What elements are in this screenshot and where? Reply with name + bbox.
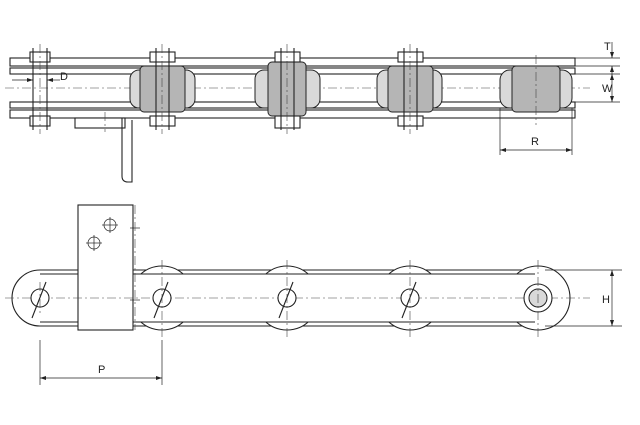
- attachment-bracket-top: [74, 112, 133, 183]
- dimension-h: H: [545, 269, 622, 327]
- side-view: H P: [5, 204, 622, 385]
- dimension-p: P: [39, 340, 163, 385]
- label-h: H: [602, 294, 610, 306]
- label-w: W: [602, 83, 613, 95]
- side-pin-3: [277, 260, 297, 340]
- side-attachment-plate: [77, 204, 134, 331]
- label-t: T: [604, 41, 611, 53]
- label-d: D: [60, 71, 68, 83]
- side-pin-1: [30, 281, 50, 319]
- label-p: P: [98, 364, 105, 376]
- dimension-r: R: [499, 108, 573, 155]
- side-pin-4: [400, 260, 420, 340]
- roller-top-2: [254, 44, 321, 134]
- roller-top-1: [129, 44, 196, 134]
- side-pin-2: [152, 260, 172, 340]
- label-r: R: [531, 136, 539, 148]
- dimension-d: D: [12, 71, 68, 83]
- side-bushing-end: [523, 260, 553, 340]
- end-pin: [29, 44, 51, 134]
- top-view: D: [5, 41, 620, 183]
- roller-top-3: [376, 44, 443, 134]
- roller-top-4: [499, 55, 573, 125]
- dimension-w: W: [575, 73, 620, 103]
- dimension-t: T: [575, 41, 620, 74]
